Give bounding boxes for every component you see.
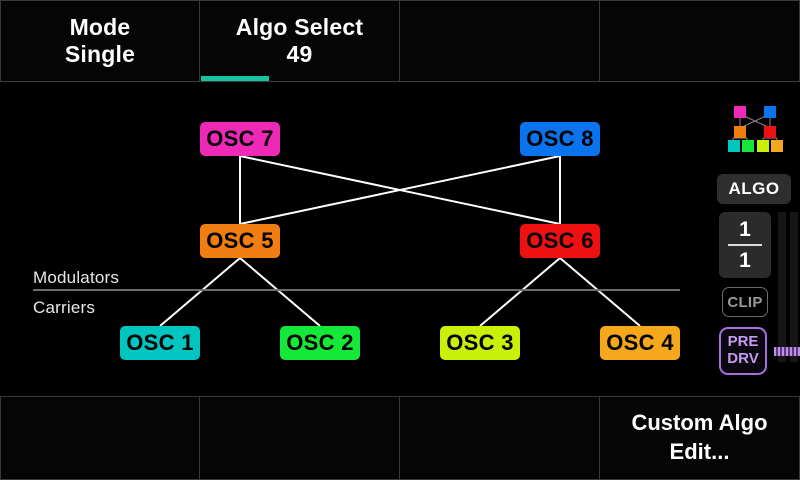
pre-drive-button[interactable]: PRE DRV [719,327,767,375]
algo-button[interactable]: ALGO [717,174,791,204]
wire-osc5-to-osc1 [159,257,241,327]
wire-osc6-to-osc3 [479,257,561,327]
param-value-mode: Single [64,41,136,67]
selected-parameter-indicator [201,76,269,81]
operator-osc1[interactable]: OSC 1 [120,326,200,360]
wire-osc6-to-osc4 [559,257,641,327]
modulator-carrier-divider [33,289,680,291]
param-cell-empty-4[interactable] [600,0,800,82]
param-name-algo-select: Algo Select [235,13,364,40]
bottom-softkey-row: Custom Algo Edit... [0,396,800,480]
softkey-4-line2: Edit... [669,439,730,464]
wire-osc8-to-osc5 [239,155,561,225]
thumbnail-node-osc5 [734,126,746,138]
softkey-3[interactable] [400,396,600,480]
operator-osc5-label: OSC 5 [206,228,274,253]
softkey-custom-algo-edit[interactable]: Custom Algo Edit... [600,396,800,480]
right-rail: ALGO 1 1 CLIP PRE DRV [700,82,800,396]
param-value-algo-select: 49 [286,41,313,67]
ratio-divider-bar [728,244,762,246]
operator-osc2-label: OSC 2 [286,330,354,355]
algorithm-thumbnail-icon[interactable] [728,104,788,152]
wire-osc5-to-osc2 [239,257,321,327]
operator-osc1-label: OSC 1 [126,330,194,355]
ratio-numerator: 1 [739,218,751,241]
ratio-display[interactable]: 1 1 [719,212,771,278]
meter-track-right [790,212,798,362]
softkey-2[interactable] [200,396,400,480]
top-parameter-row: Mode Single Algo Select 49 [0,0,800,82]
param-name-mode: Mode [69,13,131,40]
softkey-4-line1: Custom Algo [631,410,768,436]
connection-wires [159,155,641,327]
operator-osc5[interactable]: OSC 5 [200,224,280,258]
operator-osc3[interactable]: OSC 3 [440,326,520,360]
thumbnail-node-osc4 [771,140,783,152]
pre-drive-line1: PRE [727,333,759,351]
operator-osc8[interactable]: OSC 8 [520,122,600,156]
thumbnail-node-osc3 [757,140,769,152]
algorithm-canvas: OSC 7 OSC 8 OSC 5 OSC 6 OSC 1 OSC 2 OSC 3 OSC 4… [0,82,800,396]
thumbnail-node-osc8 [764,106,776,118]
meter-track-left [778,212,786,362]
clip-button[interactable]: CLIP [722,287,768,317]
operator-osc3-label: OSC 3 [446,330,514,355]
param-cell-mode[interactable]: Mode Single [0,0,200,82]
thumbnail-node-osc6 [764,126,776,138]
operator-osc4[interactable]: OSC 4 [600,326,680,360]
operator-osc7[interactable]: OSC 7 [200,122,280,156]
drive-level-slider[interactable] [774,347,800,356]
operator-osc6-label: OSC 6 [526,228,594,253]
operator-osc4-label: OSC 4 [606,330,674,355]
pre-drive-line2: DRV [727,350,759,367]
operator-osc8-label: OSC 8 [526,126,594,151]
operator-osc7-label: OSC 7 [206,126,274,151]
operator-osc6[interactable]: OSC 6 [520,224,600,258]
param-cell-empty-3[interactable] [400,0,600,82]
thumbnail-node-osc1 [728,140,740,152]
thumbnail-node-osc7 [734,106,746,118]
carriers-label: Carriers [33,298,96,317]
ratio-denominator: 1 [739,249,751,272]
softkey-1[interactable] [0,396,200,480]
param-cell-algo-select[interactable]: Algo Select 49 [200,0,400,82]
operator-osc2[interactable]: OSC 2 [280,326,360,360]
thumbnail-node-osc2 [742,140,754,152]
modulators-label: Modulators [33,268,120,287]
